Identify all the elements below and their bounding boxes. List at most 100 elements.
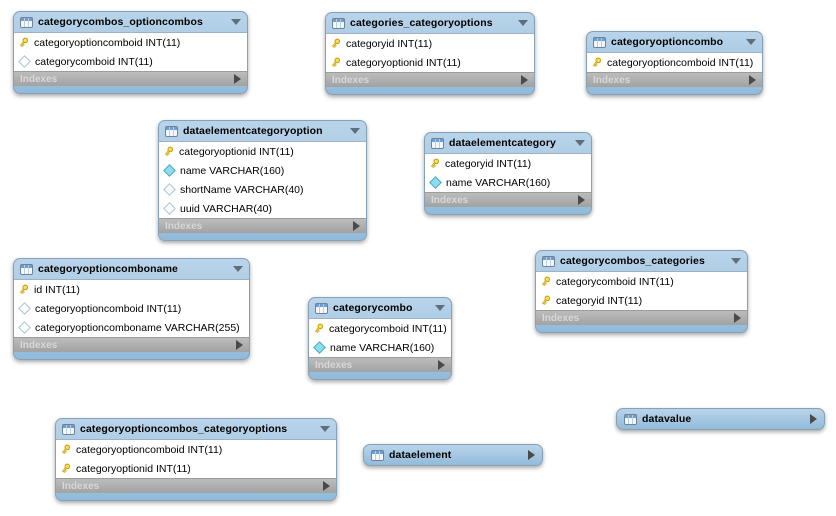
indexes-section-toggle[interactable]: Indexes — [326, 73, 534, 87]
indexes-section-toggle[interactable]: Indexes — [159, 219, 366, 233]
collapse-arrow-icon[interactable] — [731, 258, 741, 264]
indexes-section-toggle[interactable]: Indexes — [587, 73, 762, 87]
column-row[interactable]: categoryoptioncomboid INT(11) — [56, 440, 336, 459]
column-row[interactable]: categoryoptioncomboid INT(11) — [14, 33, 247, 52]
expand-arrow-icon[interactable] — [528, 450, 535, 460]
table-header[interactable]: categoryoptioncombo — [587, 32, 762, 52]
primary-key-icon — [18, 37, 30, 49]
table-header[interactable]: dataelementcategory — [425, 133, 591, 153]
table-header[interactable]: categorycombos_categories — [536, 251, 747, 271]
collapse-arrow-icon[interactable] — [435, 305, 445, 311]
column-label: name VARCHAR(160) — [180, 164, 285, 177]
table-header[interactable]: categorycombo — [309, 298, 451, 318]
column-label: categorycomboid INT(11) — [329, 322, 447, 335]
table-header[interactable]: categories_categoryoptions — [326, 13, 534, 33]
indexes-section-toggle[interactable]: Indexes — [425, 193, 591, 207]
indexes-label: Indexes — [542, 312, 580, 324]
column-row[interactable]: categoryid INT(11) — [425, 154, 591, 173]
column-row[interactable]: categoryoptioncomboid INT(11) — [14, 299, 249, 318]
table-header[interactable]: categoryoptioncomboname — [14, 259, 249, 279]
indexes-expand-arrow-icon[interactable] — [353, 221, 360, 231]
columns-section: categoryoptioncomboid INT(11)categoryopt… — [56, 439, 336, 479]
collapse-arrow-icon[interactable] — [350, 128, 360, 134]
table-header[interactable]: categoryoptioncombos_categoryoptions — [56, 419, 336, 439]
indexes-section-toggle[interactable]: Indexes — [14, 72, 247, 86]
table-footer — [587, 87, 762, 94]
column-row[interactable]: categoryoptionid INT(11) — [326, 53, 534, 72]
indexes-label: Indexes — [62, 480, 100, 492]
column-label: shortName VARCHAR(40) — [180, 183, 304, 196]
table-footer — [425, 207, 591, 214]
indexes-section-toggle[interactable]: Indexes — [14, 338, 249, 352]
indexes-label: Indexes — [165, 220, 203, 232]
indexes-expand-arrow-icon[interactable] — [323, 481, 330, 491]
indexes-expand-arrow-icon[interactable] — [749, 75, 756, 85]
indexes-section-toggle[interactable]: Indexes — [56, 479, 336, 493]
nullable-diamond-icon — [18, 302, 31, 315]
column-label: name VARCHAR(160) — [446, 176, 551, 189]
table-node-datavalue[interactable]: datavalue — [616, 408, 825, 430]
table-footer — [326, 87, 534, 94]
primary-key-icon — [60, 463, 72, 475]
columns-section: categoryoptionid INT(11) name VARCHAR(160… — [159, 141, 366, 219]
table-footer — [536, 325, 747, 332]
column-row[interactable]: uuid VARCHAR(40) — [159, 199, 366, 218]
collapse-arrow-icon[interactable] — [320, 426, 330, 432]
column-row[interactable]: categoryid INT(11) — [326, 34, 534, 53]
table-header[interactable]: categorycombos_optioncombos — [14, 12, 247, 32]
indexes-label: Indexes — [315, 359, 353, 371]
column-row[interactable]: name VARCHAR(160) — [159, 161, 366, 180]
indexes-section-toggle[interactable]: Indexes — [536, 311, 747, 325]
column-row[interactable]: categoryoptioncomboid INT(11) — [587, 53, 762, 72]
primary-key-icon — [591, 57, 603, 69]
table-node-dataelement[interactable]: dataelement — [363, 444, 543, 466]
table-node-dataelementcategory[interactable]: dataelementcategory categoryid INT(11) nam… — [424, 132, 592, 215]
table-footer — [309, 372, 451, 379]
indexes-expand-arrow-icon[interactable] — [438, 360, 445, 370]
columns-section: categoryid INT(11) name VARCHAR(160) — [425, 153, 591, 193]
table-icon — [332, 17, 345, 29]
column-label: categoryoptionid INT(11) — [346, 56, 461, 69]
collapse-arrow-icon[interactable] — [231, 19, 241, 25]
indexes-expand-arrow-icon[interactable] — [578, 195, 585, 205]
column-label: categoryid INT(11) — [445, 157, 532, 170]
column-row[interactable]: categoryoptionid INT(11) — [159, 142, 366, 161]
indexes-expand-arrow-icon[interactable] — [734, 313, 741, 323]
indexes-expand-arrow-icon[interactable] — [234, 74, 241, 84]
table-node-categorycombo[interactable]: categorycombo categorycomboid INT(11) name… — [308, 297, 452, 380]
column-label: categoryoptioncomboname VARCHAR(255) — [35, 321, 240, 334]
column-row[interactable]: categorycomboid INT(11) — [536, 272, 747, 291]
column-row[interactable]: categoryoptioncomboname VARCHAR(255) — [14, 318, 249, 337]
primary-key-icon — [330, 38, 342, 50]
column-row[interactable]: name VARCHAR(160) — [309, 338, 451, 357]
column-row[interactable]: categoryoptionid INT(11) — [56, 459, 336, 478]
indexes-expand-arrow-icon[interactable] — [521, 75, 528, 85]
table-icon — [624, 413, 637, 425]
collapse-arrow-icon[interactable] — [746, 39, 756, 45]
collapse-arrow-icon[interactable] — [575, 140, 585, 146]
expand-arrow-icon[interactable] — [810, 414, 817, 424]
indexes-section-toggle[interactable]: Indexes — [309, 358, 451, 372]
column-row[interactable]: categoryid INT(11) — [536, 291, 747, 310]
columns-section: categoryoptioncomboid INT(11) — [587, 52, 762, 73]
collapse-arrow-icon[interactable] — [233, 266, 243, 272]
column-row[interactable]: shortName VARCHAR(40) — [159, 180, 366, 199]
collapse-arrow-icon[interactable] — [518, 20, 528, 26]
primary-key-icon — [18, 284, 30, 296]
table-icon — [593, 36, 606, 48]
column-row[interactable]: categorycomboid INT(11) — [309, 319, 451, 338]
columns-section: categoryid INT(11) categoryoptionid INT(1… — [326, 33, 534, 73]
column-row[interactable]: categorycomboid INT(11) — [14, 52, 247, 71]
nullable-diamond-icon — [163, 183, 176, 196]
column-row[interactable]: id INT(11) — [14, 280, 249, 299]
indexes-expand-arrow-icon[interactable] — [236, 340, 243, 350]
column-row[interactable]: name VARCHAR(160) — [425, 173, 591, 192]
table-header[interactable]: dataelementcategoryoption — [159, 121, 366, 141]
